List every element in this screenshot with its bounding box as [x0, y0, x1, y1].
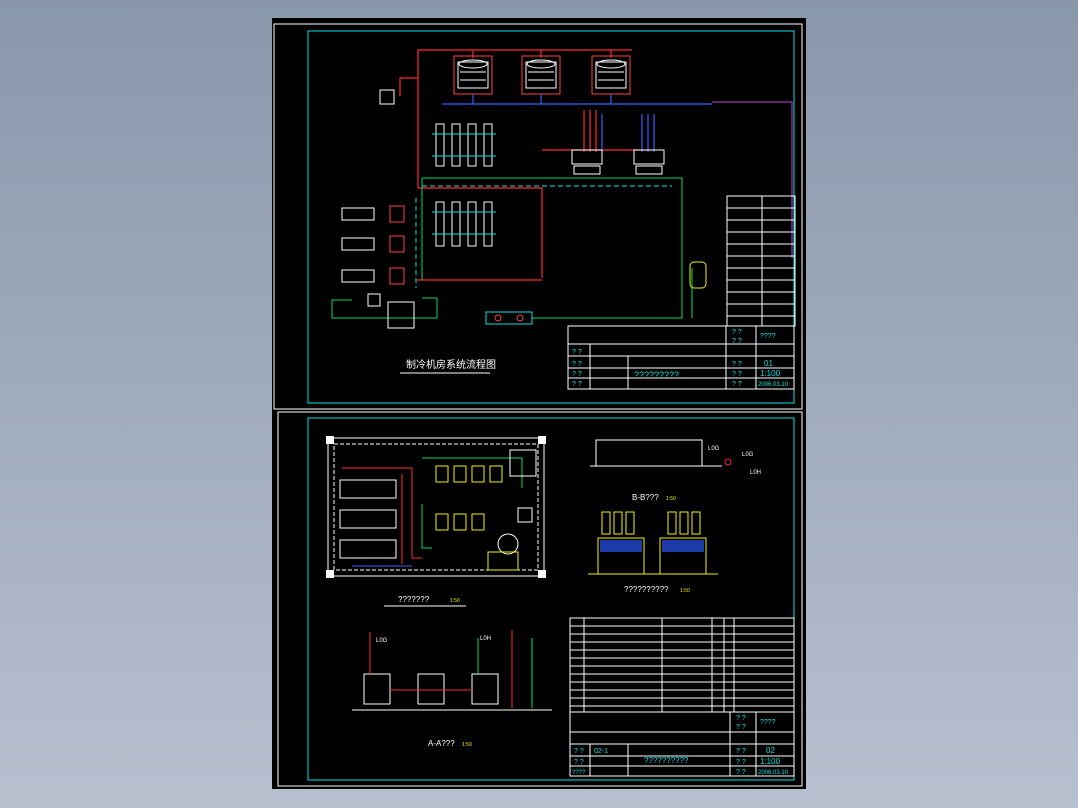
- tb1-left-c: ? ?: [572, 371, 582, 378]
- tb2-scale: 1:100: [760, 757, 781, 766]
- sheet-2: ??????? 1:50 L0G L0G L0H B-B??? 1:50: [277, 411, 803, 787]
- section-bb-label: B-B???: [632, 493, 659, 502]
- section-bb-scale: 1:50: [666, 496, 676, 502]
- water-treatment-unit: [387, 301, 415, 329]
- cooling-tower-2: [521, 55, 561, 95]
- pump-bank-upper: [432, 123, 496, 167]
- elev-d: L0H: [750, 470, 761, 476]
- section-aa-label: A-A???: [428, 739, 455, 748]
- tb1-r2: ? ?: [732, 371, 742, 378]
- plan-label: ???????: [398, 595, 430, 604]
- aa-elev-b: L0H: [480, 636, 491, 642]
- tb2-q3: ????: [760, 719, 776, 726]
- tb2-q2: ? ?: [736, 724, 746, 731]
- pump-bank-right: [571, 149, 665, 175]
- magenta-pipe: [712, 101, 793, 258]
- tb2-drawing-no: 02: [766, 746, 775, 755]
- section-aa-scale: 1:50: [462, 742, 472, 748]
- expansion-tank: [379, 89, 395, 105]
- tb2-drawing-name: ??????????: [644, 756, 689, 765]
- cyan-dashed-piping: [415, 185, 672, 288]
- tb2-left-c: ????: [572, 770, 586, 776]
- plant-room-plan: [326, 436, 546, 578]
- blue-chilled-piping: [442, 94, 712, 152]
- sheet1-title: 制冷机房系统流程图: [406, 358, 496, 371]
- chiller-1: [341, 207, 375, 221]
- tb2-left-a: ? ?: [574, 748, 584, 755]
- title-block-sheet2: ? ? ? ? ???? ? ? ? ? ???? 02-1 ?????????…: [569, 711, 795, 777]
- plan-scale: 1:50: [450, 598, 460, 604]
- title-block-sheet1: ? ? ? ? ???? ? ? ? ? ? ? ? ? ????????? ?…: [567, 325, 795, 390]
- equipment-schedule-table: [569, 617, 795, 713]
- tb2-date: 2006.03.10: [758, 770, 789, 776]
- heat-exchanger: [485, 311, 533, 325]
- red-supply-piping: [399, 49, 652, 281]
- equipment-plan-label: ??????????: [624, 585, 669, 594]
- section-aa: L0G L0H: [352, 630, 552, 711]
- cad-drawing: 制冷机房系统流程图 ? ? ? ? ???? ? ? ? ? ? ? ? ? ?…: [273, 23, 803, 787]
- cooling-tower-3: [591, 55, 631, 95]
- aa-elev-a: L0G: [376, 638, 388, 644]
- tb1-left-b: ? ?: [572, 361, 582, 368]
- cooling-towers: [453, 55, 631, 95]
- tb1-date: 2006.03.10: [758, 382, 789, 388]
- tb1-drawing-name: ?????????: [634, 370, 679, 380]
- elev-c: L0G: [742, 452, 754, 458]
- vertical-tank: [689, 261, 707, 289]
- tb1-r3: ? ?: [732, 381, 742, 388]
- section-bb: L0G L0G L0H: [590, 439, 761, 476]
- equipment-plan-scale: 1:50: [680, 588, 690, 594]
- tb2-code: 02-1: [594, 748, 608, 755]
- tb2-q1: ? ?: [736, 715, 746, 722]
- tb1-q4: ????: [760, 333, 776, 340]
- tb2-left-b: ? ?: [574, 759, 584, 766]
- cooling-tower-1: [453, 55, 493, 95]
- elev-a: L0G: [708, 446, 720, 452]
- green-return-piping: [331, 177, 693, 319]
- tb2-r3: ? ?: [736, 769, 746, 776]
- chiller-3: [341, 269, 375, 283]
- tb2-r1: ? ?: [736, 748, 746, 755]
- pump-bank-lower: [432, 201, 496, 247]
- tb1-scale: 1:100: [760, 369, 781, 378]
- tb1-q2: ? ?: [732, 338, 742, 345]
- equipment-elevation: [588, 511, 718, 575]
- chillers: [341, 205, 405, 285]
- chiller-2: [341, 237, 375, 251]
- tb2-r2: ? ?: [736, 759, 746, 766]
- tb1-r1: ? ?: [732, 361, 742, 368]
- tb1-drawing-no: 01: [764, 359, 773, 368]
- tb1-left-d: ? ?: [572, 381, 582, 388]
- tb1-q1: ? ?: [732, 329, 742, 336]
- sheet-1: 制冷机房系统流程图 ? ? ? ? ???? ? ? ? ? ? ? ? ? ?…: [273, 23, 803, 410]
- cad-drawing-sheet: 制冷机房系统流程图 ? ? ? ? ???? ? ? ? ? ? ? ? ? ?…: [272, 18, 806, 789]
- symbol-legend-table: [726, 195, 796, 327]
- tb1-left-a: ? ?: [572, 349, 582, 356]
